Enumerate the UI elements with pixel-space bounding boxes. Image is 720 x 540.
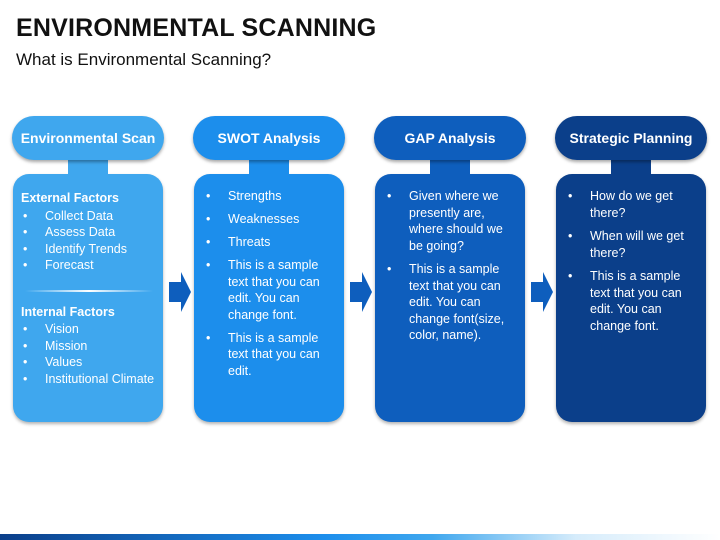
body-strategic-planning: How do we get there? When will we get th… <box>556 174 706 422</box>
column-strategic-planning: Strategic Planning How do we get there? … <box>555 116 707 422</box>
list-item: Threats <box>204 234 336 251</box>
list-item: Weaknesses <box>204 211 336 228</box>
list-item: When will we get there? <box>566 228 698 261</box>
header-swot-analysis: SWOT Analysis <box>193 116 345 160</box>
list-item: Assess Data <box>21 224 157 241</box>
header-connector <box>249 160 289 174</box>
list-item: Strengths <box>204 188 336 205</box>
column-gap-analysis: GAP Analysis Given where we presently ar… <box>374 116 526 422</box>
gap-list: Given where we presently are, where shou… <box>385 188 517 344</box>
header-strategic-planning: Strategic Planning <box>555 116 707 160</box>
list-item: This is a sample text that you can edit.… <box>385 261 517 344</box>
chevron-right-arrow-icon <box>531 272 553 312</box>
list-item: This is a sample text that you can edit. <box>204 330 336 380</box>
list-item: Given where we presently are, where shou… <box>385 188 517 254</box>
body-gap-analysis: Given where we presently are, where shou… <box>375 174 525 422</box>
internal-factors-title: Internal Factors <box>21 304 115 319</box>
external-factors-title: External Factors <box>21 191 119 205</box>
list-item: Identify Trends <box>21 241 157 258</box>
header-gap-analysis: GAP Analysis <box>374 116 526 160</box>
list-item: Collect Data <box>21 208 157 225</box>
header-connector <box>68 160 108 174</box>
swot-list: Strengths Weaknesses Threats This is a s… <box>204 188 336 379</box>
internal-factors-list: Vision Mission Values Institutional Clim… <box>21 321 157 387</box>
external-factors-list: Collect Data Assess Data Identify Trends… <box>21 208 157 274</box>
list-item: Mission <box>21 338 157 355</box>
list-item: Vision <box>21 321 157 338</box>
divider <box>25 289 153 292</box>
list-item: Forecast <box>21 257 157 274</box>
header-environmental-scan: Environmental Scan <box>12 116 164 160</box>
list-item: How do we get there? <box>566 188 698 221</box>
header-connector <box>611 160 651 174</box>
page-subtitle: What is Environmental Scanning? <box>16 50 272 69</box>
chevron-right-arrow-icon <box>169 272 191 312</box>
strategic-list: How do we get there? When will we get th… <box>566 188 698 334</box>
column-environmental-scan: Environmental Scan External Factors Coll… <box>12 116 164 422</box>
footer-gradient-bar <box>0 534 720 540</box>
page-title: ENVIRONMENTAL SCANNING <box>16 14 377 42</box>
body-environmental-scan: External Factors Collect Data Assess Dat… <box>13 174 163 422</box>
list-item: This is a sample text that you can edit.… <box>566 268 698 334</box>
list-item: Institutional Climate <box>21 371 157 388</box>
column-swot-analysis: SWOT Analysis Strengths Weaknesses Threa… <box>193 116 345 422</box>
list-item: This is a sample text that you can edit.… <box>204 257 336 323</box>
chevron-right-arrow-icon <box>350 272 372 312</box>
list-item: Values <box>21 354 157 371</box>
body-swot-analysis: Strengths Weaknesses Threats This is a s… <box>194 174 344 422</box>
header-connector <box>430 160 470 174</box>
